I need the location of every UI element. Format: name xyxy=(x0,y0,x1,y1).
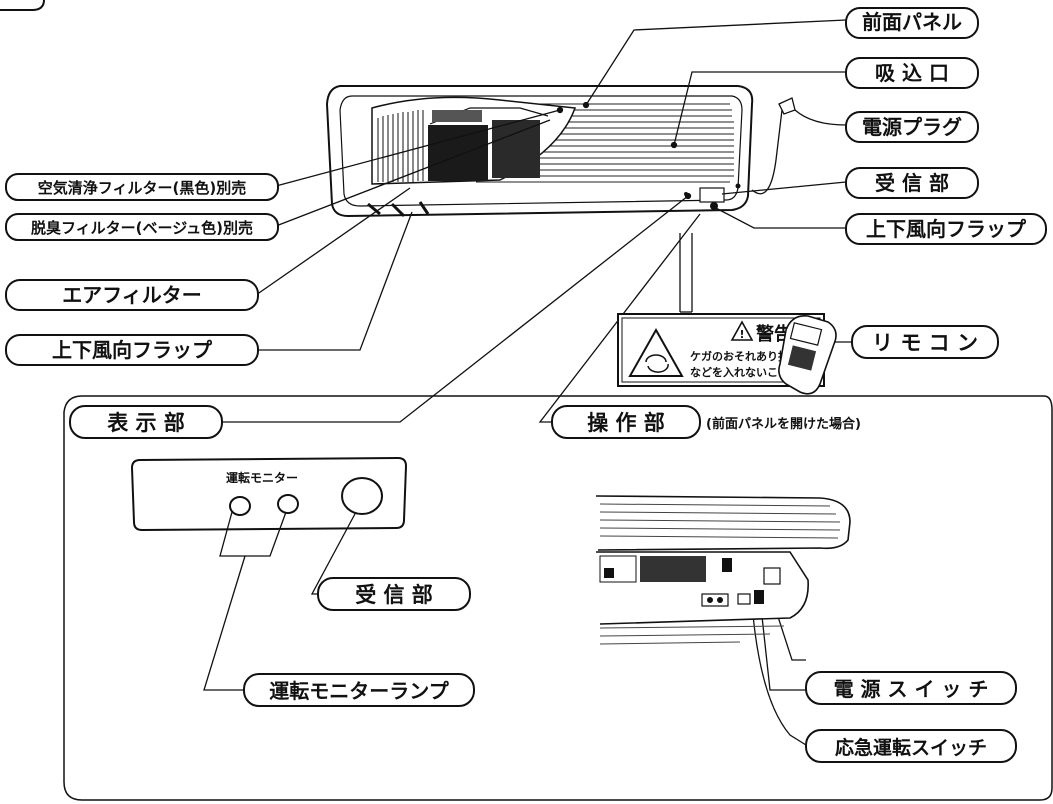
label-remote: リ モ コ ン xyxy=(872,331,978,355)
svg-text:!: ! xyxy=(739,328,744,341)
callout-display: 表 示 部 xyxy=(69,405,223,439)
display-panel-detail: 運転モニター xyxy=(130,456,408,532)
indoor-unit-illustration xyxy=(325,85,796,218)
label-receiver-top: 受 信 部 xyxy=(875,171,949,195)
callout-air-purify-filter: 空気清浄フィルター(黒色)別売 xyxy=(5,173,279,201)
label-power-switch: 電 源 ス イ ッ チ xyxy=(834,677,989,701)
detail-panel-frame xyxy=(63,395,1053,801)
caution-triangle-icon xyxy=(730,320,754,341)
warning-line2: などを入れないこと xyxy=(690,366,789,379)
power-cord xyxy=(751,109,783,195)
label-display: 表 示 部 xyxy=(107,411,185,435)
label-flap-left: 上下風向フラップ xyxy=(52,338,213,362)
cropped-label-corner xyxy=(0,0,45,11)
label-emergency-switch: 応急運転スイッチ xyxy=(835,736,987,759)
callout-front-panel: 前面パネル xyxy=(845,7,979,39)
label-receiver-detail: 受 信 部 xyxy=(355,583,433,607)
warning-line1: ケガのおそれあり指 xyxy=(690,349,789,363)
callout-receiver-top: 受 信 部 xyxy=(845,167,979,199)
callout-emergency-switch: 応急運転スイッチ xyxy=(805,729,1017,763)
rotation-hazard-icon xyxy=(645,354,667,363)
monitor-lamp-1 xyxy=(229,496,251,516)
label-flap-right: 上下風向フラップ xyxy=(866,217,1027,241)
label-intake: 吸 込 口 xyxy=(875,61,949,85)
label-air-filter: エアフィルター xyxy=(62,283,202,307)
callout-power-switch: 電 源 ス イ ッ チ xyxy=(805,671,1017,705)
remote-control-illustration xyxy=(778,314,837,395)
callout-flap-left: 上下風向フラップ xyxy=(5,334,259,366)
control-area-sketch xyxy=(699,187,725,203)
callout-receiver-detail: 受 信 部 xyxy=(317,577,471,611)
label-deodorize-filter: 脱臭フィルター(ベージュ色)別売 xyxy=(31,219,253,237)
emergency-switch-shape xyxy=(737,593,751,605)
power-switch-shape xyxy=(754,590,764,604)
air-purify-filter-shape xyxy=(428,125,488,181)
callout-air-filter: エアフィルター xyxy=(5,279,259,311)
callout-flap-right: 上下風向フラップ xyxy=(845,213,1047,245)
callout-power-plug: 電源プラグ xyxy=(845,111,979,143)
label-power-plug: 電源プラグ xyxy=(862,115,962,139)
leader-lines-upper xyxy=(222,19,852,423)
receiver-window xyxy=(341,477,383,515)
monitor-lamp-2 xyxy=(277,494,299,514)
label-monitor-lamp: 運転モニターランプ xyxy=(269,679,449,703)
label-monitor-title: 運転モニター xyxy=(226,470,298,485)
callout-remote: リ モ コ ン xyxy=(851,325,999,359)
label-air-purify-filter: 空気清浄フィルター(黒色)別売 xyxy=(38,179,246,197)
warning-title: 警告 xyxy=(756,323,792,345)
label-front-panel: 前面パネル xyxy=(862,10,962,34)
callout-deodorize-filter: 脱臭フィルター(ベージュ色)別売 xyxy=(5,213,279,241)
deodorize-filter-shape xyxy=(492,120,540,178)
callout-monitor-lamp: 運転モニターランプ xyxy=(243,673,475,707)
callout-operation: 操 作 部 xyxy=(551,405,701,439)
label-operation-note: (前面パネルを開けた場合) xyxy=(706,416,861,432)
label-operation: 操 作 部 xyxy=(587,411,665,435)
callout-intake: 吸 込 口 xyxy=(845,57,979,89)
operation-area-illustration xyxy=(595,495,851,645)
warning-triangle-icon xyxy=(628,327,684,377)
